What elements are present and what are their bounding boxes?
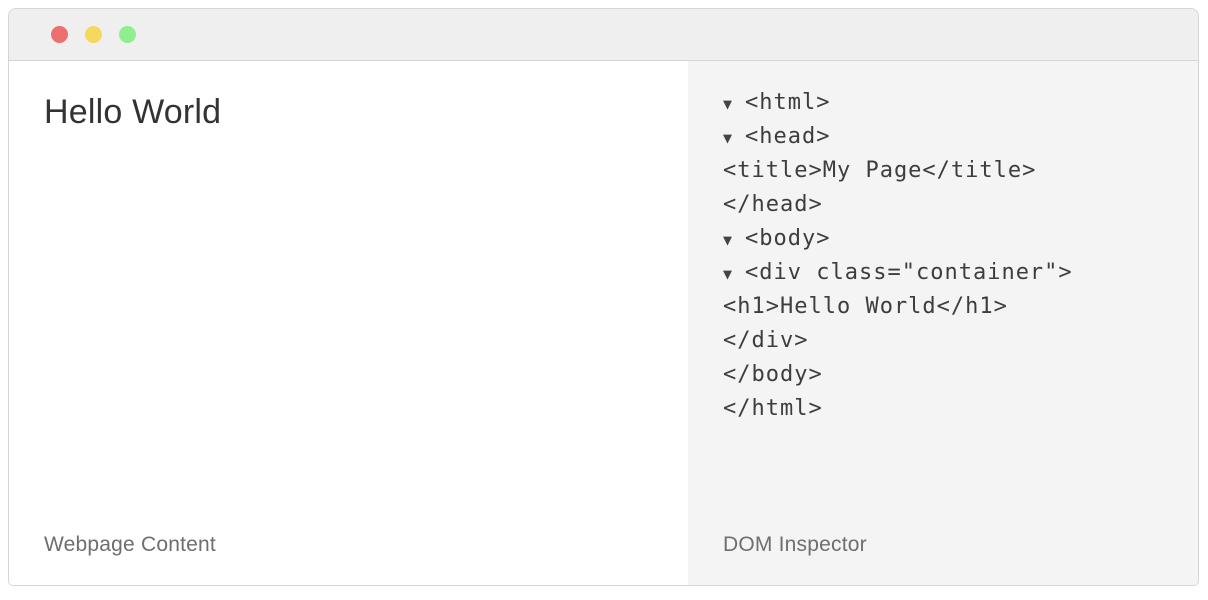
dom-tree-row[interactable]: </head> bbox=[723, 188, 1198, 222]
dom-node-code: <div class="container"> bbox=[745, 260, 1073, 285]
dom-tree-row[interactable]: ▼ <head> bbox=[723, 120, 1198, 154]
dom-inspector-panel-label: DOM Inspector bbox=[723, 533, 867, 556]
browser-window: Hello World Webpage Content ▼ <html> ▼ <he… bbox=[8, 8, 1199, 586]
dom-tree-row[interactable]: <title>My Page</title> bbox=[723, 154, 1198, 188]
expand-toggle-icon[interactable]: ▼ bbox=[723, 129, 734, 147]
dom-node-code: </html> bbox=[723, 396, 823, 421]
expand-toggle-icon[interactable]: ▼ bbox=[723, 231, 734, 249]
page-heading: Hello World bbox=[44, 93, 222, 131]
dom-node-code: <body> bbox=[745, 226, 831, 251]
dom-node-code: <html> bbox=[745, 90, 831, 115]
dom-tree-row[interactable]: ▼ <div class="container"> bbox=[723, 256, 1198, 290]
zoom-window-button[interactable] bbox=[119, 26, 136, 43]
window-titlebar bbox=[9, 9, 1198, 61]
dom-node-code: <head> bbox=[745, 124, 831, 149]
minimize-window-button[interactable] bbox=[85, 26, 102, 43]
dom-tree-row[interactable]: </html> bbox=[723, 392, 1198, 426]
expand-toggle-icon[interactable]: ▼ bbox=[723, 265, 734, 283]
dom-node-code: <h1>Hello World</h1> bbox=[723, 294, 1008, 319]
dom-node-code: </body> bbox=[723, 362, 823, 387]
dom-node-code: </head> bbox=[723, 192, 823, 217]
dom-node-code: </div> bbox=[723, 328, 809, 353]
webpage-content-panel: Hello World Webpage Content bbox=[9, 61, 688, 585]
dom-tree-row[interactable]: </div> bbox=[723, 324, 1198, 358]
dom-node-code: <title>My Page</title> bbox=[723, 158, 1037, 183]
window-content: Hello World Webpage Content ▼ <html> ▼ <he… bbox=[9, 61, 1198, 585]
dom-tree-row[interactable]: <h1>Hello World</h1> bbox=[723, 290, 1198, 324]
expand-toggle-icon[interactable]: ▼ bbox=[723, 95, 734, 113]
dom-tree-row[interactable]: </body> bbox=[723, 358, 1198, 392]
dom-inspector-panel: ▼ <html> ▼ <head> <title>My Page</title> <… bbox=[688, 61, 1198, 585]
dom-tree-row[interactable]: ▼ <body> bbox=[723, 222, 1198, 256]
close-window-button[interactable] bbox=[51, 26, 68, 43]
dom-tree: ▼ <html> ▼ <head> <title>My Page</title> <… bbox=[723, 86, 1198, 426]
webpage-panel-label: Webpage Content bbox=[44, 533, 216, 556]
dom-tree-row[interactable]: ▼ <html> bbox=[723, 86, 1198, 120]
